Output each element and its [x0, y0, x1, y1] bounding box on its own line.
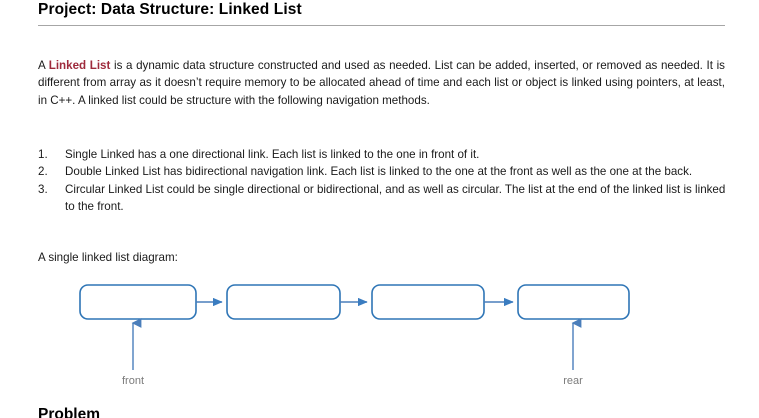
- list-node-box: [517, 284, 630, 320]
- list-item-text: Single Linked has a one directional link…: [65, 148, 480, 161]
- list-item: 1. Single Linked has a one directional l…: [38, 146, 728, 163]
- list-item: 3. Circular Linked List could be single …: [38, 181, 728, 216]
- diagram-caption: A single linked list diagram:: [38, 251, 178, 264]
- rear-pointer-label: rear: [563, 375, 583, 387]
- page-title: Project: Data Structure: Linked List: [38, 1, 302, 18]
- linked-list-diagram: front rear: [0, 270, 759, 395]
- list-item-number: 2.: [38, 165, 48, 179]
- list-item-number: 1.: [38, 148, 48, 161]
- list-node-box: [79, 284, 197, 320]
- list-node-box: [371, 284, 485, 320]
- intro-lead-prefix: A: [38, 59, 49, 72]
- front-pointer-label: front: [122, 375, 144, 387]
- navigation-methods-list: 1. Single Linked has a one directional l…: [38, 146, 728, 216]
- list-item: 2. Double Linked List has bidirectional …: [38, 163, 728, 180]
- list-item-number: 3.: [38, 182, 48, 196]
- list-item-text: Circular Linked List could be single dir…: [65, 182, 726, 214]
- title-divider: [38, 25, 725, 26]
- list-node-box: [226, 284, 341, 320]
- intro-paragraph: A Linked List is a dynamic data structur…: [38, 57, 725, 109]
- intro-keyword: Linked List: [48, 59, 111, 72]
- intro-body: is a dynamic data structure constructed …: [38, 59, 725, 107]
- list-item-text: Double Linked List has bidirectional nav…: [65, 165, 693, 179]
- next-section-heading: Problem: [38, 406, 101, 418]
